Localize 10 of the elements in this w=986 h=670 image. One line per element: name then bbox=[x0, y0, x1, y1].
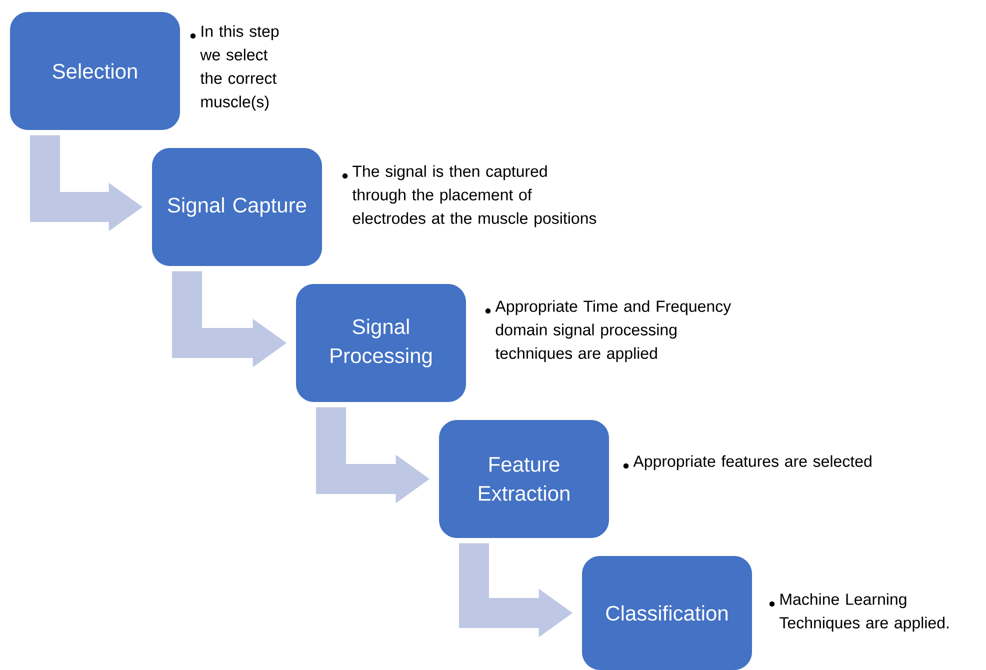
process-box: Classification bbox=[582, 556, 752, 670]
bullet-text: In this step we select the correct muscle(s) bbox=[190, 25, 279, 111]
process-box: Signal Processing bbox=[296, 284, 466, 402]
bullet-text: Appropriate features are selected bbox=[623, 455, 872, 470]
process-box: Feature Extraction bbox=[439, 420, 609, 538]
process-box: Signal Capture bbox=[152, 148, 322, 266]
bullet-text: Appropriate Time and Frequency domain signal processing techniques are applied bbox=[485, 300, 732, 362]
bullet-text: The signal is then captured through the placement of electrodes at the muscle positions bbox=[342, 165, 596, 228]
process-box: Selection bbox=[10, 12, 180, 130]
bullet-text: Machine Learning Techniques are applied. bbox=[769, 593, 948, 632]
